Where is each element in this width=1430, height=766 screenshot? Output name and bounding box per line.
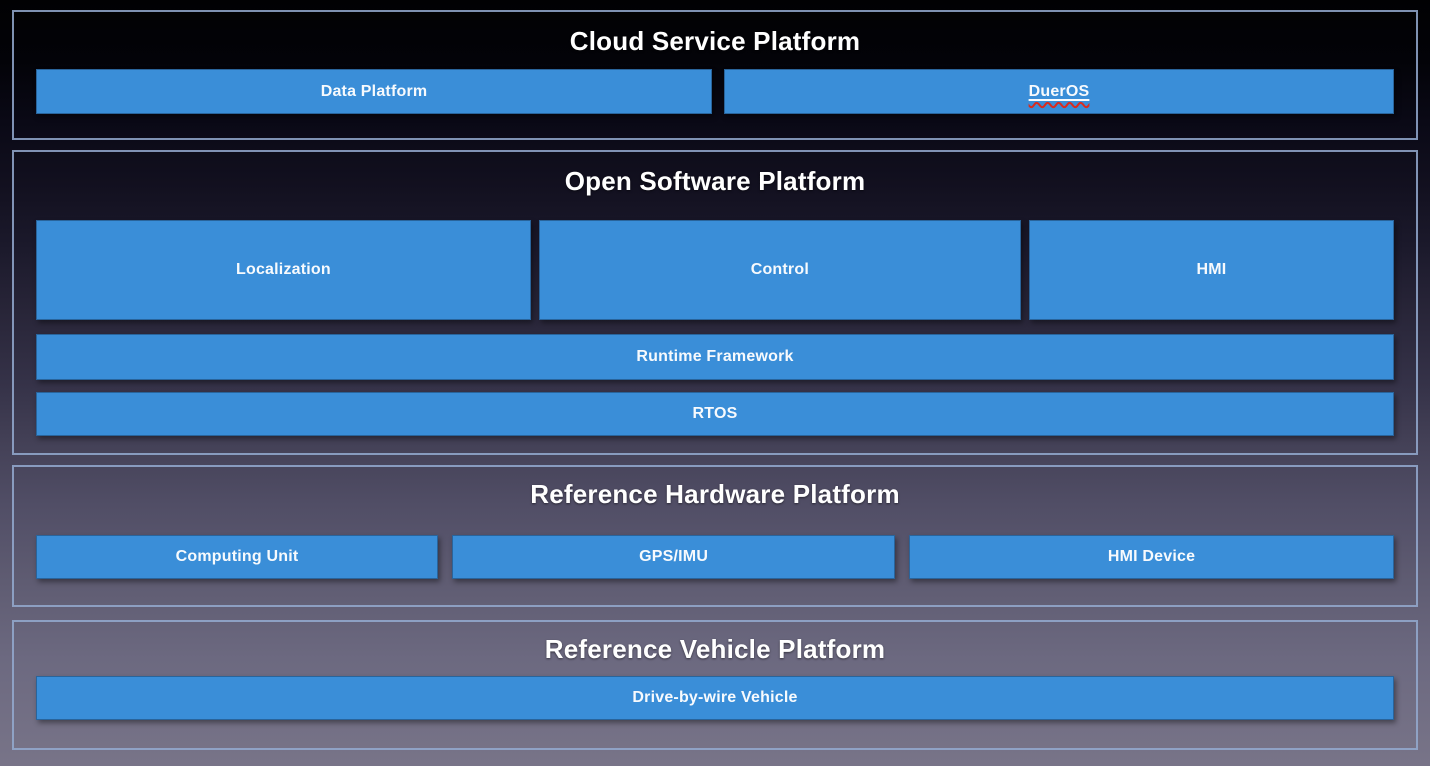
hmi-device-box: HMI Device bbox=[909, 535, 1394, 579]
rtos-bar: RTOS bbox=[36, 392, 1394, 436]
drive-by-wire-vehicle-label: Drive-by-wire Vehicle bbox=[632, 689, 798, 706]
dueros-label-text: DuerOS bbox=[1028, 82, 1090, 100]
cloud-service-platform-section: Cloud Service Platform Data Platform Due… bbox=[12, 10, 1418, 140]
runtime-framework-bar: Runtime Framework bbox=[36, 334, 1394, 380]
gps-imu-label: GPS/IMU bbox=[639, 548, 709, 565]
hmi-label: HMI bbox=[1196, 261, 1227, 278]
dueros-box: DuerOS bbox=[724, 69, 1394, 114]
reference-hardware-platform-section: Reference Hardware Platform Computing Un… bbox=[12, 465, 1418, 607]
software-box-row: Localization Control HMI bbox=[36, 220, 1394, 320]
dueros-label: DuerOS bbox=[1029, 83, 1090, 101]
reference-vehicle-platform-title: Reference Vehicle Platform bbox=[544, 634, 886, 664]
computing-unit-label: Computing Unit bbox=[175, 548, 299, 565]
hmi-box: HMI bbox=[1028, 220, 1394, 320]
reference-vehicle-platform-section: Reference Vehicle Platform Drive-by-wire… bbox=[12, 620, 1418, 750]
open-software-platform-section: Open Software Platform Localization Cont… bbox=[12, 150, 1418, 455]
control-label: Control bbox=[750, 261, 809, 278]
runtime-framework-label: Runtime Framework bbox=[636, 348, 794, 365]
cloud-service-platform-title: Cloud Service Platform bbox=[569, 26, 861, 56]
localization-label: Localization bbox=[236, 261, 331, 278]
hardware-box-row: Computing Unit GPS/IMU HMI Device bbox=[36, 535, 1394, 579]
open-software-platform-title: Open Software Platform bbox=[564, 166, 866, 196]
localization-box: Localization bbox=[36, 220, 531, 320]
rtos-label: RTOS bbox=[692, 405, 738, 422]
drive-by-wire-vehicle-bar: Drive-by-wire Vehicle bbox=[36, 676, 1394, 720]
data-platform-box: Data Platform bbox=[36, 69, 712, 114]
cloud-box-row: Data Platform DuerOS bbox=[36, 69, 1394, 114]
data-platform-label: Data Platform bbox=[320, 82, 428, 100]
gps-imu-box: GPS/IMU bbox=[452, 535, 896, 579]
computing-unit-box: Computing Unit bbox=[36, 535, 439, 579]
reference-hardware-platform-title: Reference Hardware Platform bbox=[530, 479, 900, 509]
control-box: Control bbox=[538, 220, 1021, 320]
hmi-device-label: HMI Device bbox=[1107, 548, 1196, 565]
